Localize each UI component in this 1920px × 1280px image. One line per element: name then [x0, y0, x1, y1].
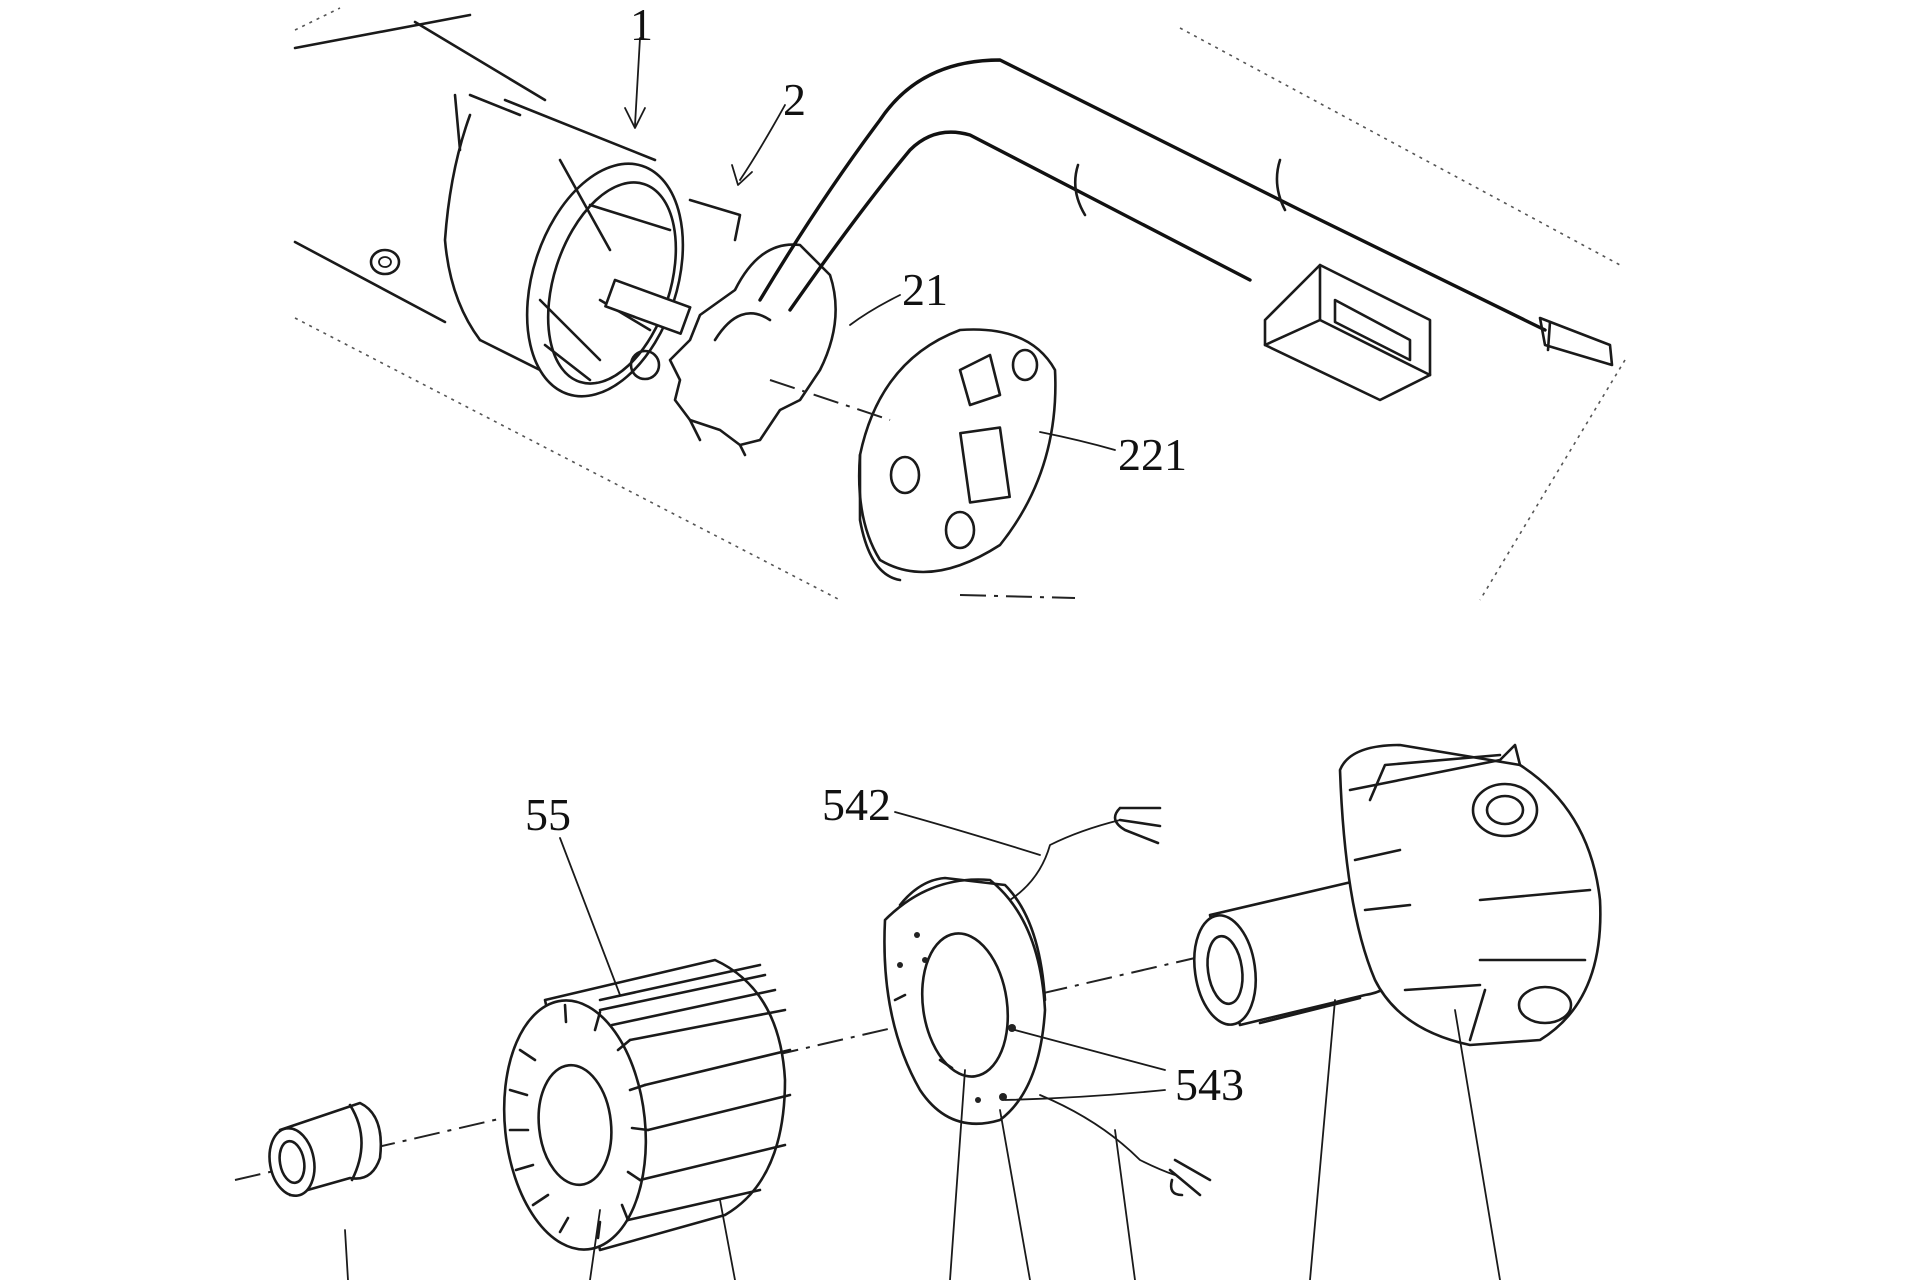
sensor-ring-542 — [883, 806, 1212, 1197]
frame-line-top — [1179, 27, 1621, 266]
gear-21 — [668, 243, 837, 457]
rotor-magnet-55 — [502, 958, 792, 1252]
frame-line-bottom — [294, 317, 841, 601]
leader-542 — [894, 811, 1041, 856]
leader-rotor-b — [719, 1199, 736, 1280]
leader-shaft — [1309, 999, 1336, 1280]
shaft-and-hub — [1193, 743, 1602, 1047]
leader-1 — [634, 37, 641, 126]
label-543: 543 — [1175, 1059, 1244, 1110]
hub-hole-bottom-icon — [1517, 985, 1573, 1025]
rj45-connector-icon — [1263, 263, 1432, 402]
leader-bushing — [344, 1229, 349, 1280]
leader-221 — [1039, 431, 1116, 451]
label-55: 55 — [525, 789, 571, 840]
bottom-exploded-view: 55 542 543 — [234, 743, 1602, 1280]
cable-end-icon — [1538, 316, 1614, 367]
leader-55 — [559, 837, 621, 996]
leader-ring-a — [949, 1069, 966, 1280]
leader-ring-b — [999, 1109, 1031, 1280]
leader-hub — [1454, 1009, 1501, 1280]
leader-543-lower — [1004, 1089, 1166, 1101]
label-542: 542 — [822, 779, 891, 830]
leader-2-arrow-icon — [731, 164, 753, 186]
motor-head — [443, 98, 742, 398]
label-21: 21 — [902, 264, 948, 315]
center-axis-top — [769, 379, 891, 421]
screw-icon — [369, 248, 401, 276]
bushing — [268, 1101, 383, 1198]
wire-lead-bottom-icon — [1168, 1158, 1212, 1197]
leader-ring-c — [1114, 1129, 1136, 1280]
label-221: 221 — [1118, 429, 1187, 480]
label-2: 2 — [783, 74, 806, 125]
leader-2 — [739, 104, 786, 181]
top-assembly-view: 1 2 21 221 — [293, 0, 1626, 601]
leader-1-arrow-icon — [624, 107, 646, 129]
leader-21 — [849, 294, 901, 326]
sensor-chip-icon — [959, 426, 1011, 504]
frame-line-right — [1479, 359, 1626, 601]
frame-line-left — [294, 7, 341, 31]
tube-body — [293, 13, 547, 324]
hub-hole-top-icon — [1471, 782, 1539, 838]
cable-assembly — [758, 58, 1614, 367]
label-1: 1 — [630, 0, 653, 50]
sensor-board-221 — [857, 328, 1057, 582]
leader-rotor-a — [589, 1209, 601, 1280]
leader-543-upper — [1014, 1029, 1166, 1071]
wire-lead-top-icon — [1113, 806, 1162, 845]
center-axis-bottom — [959, 594, 1076, 599]
